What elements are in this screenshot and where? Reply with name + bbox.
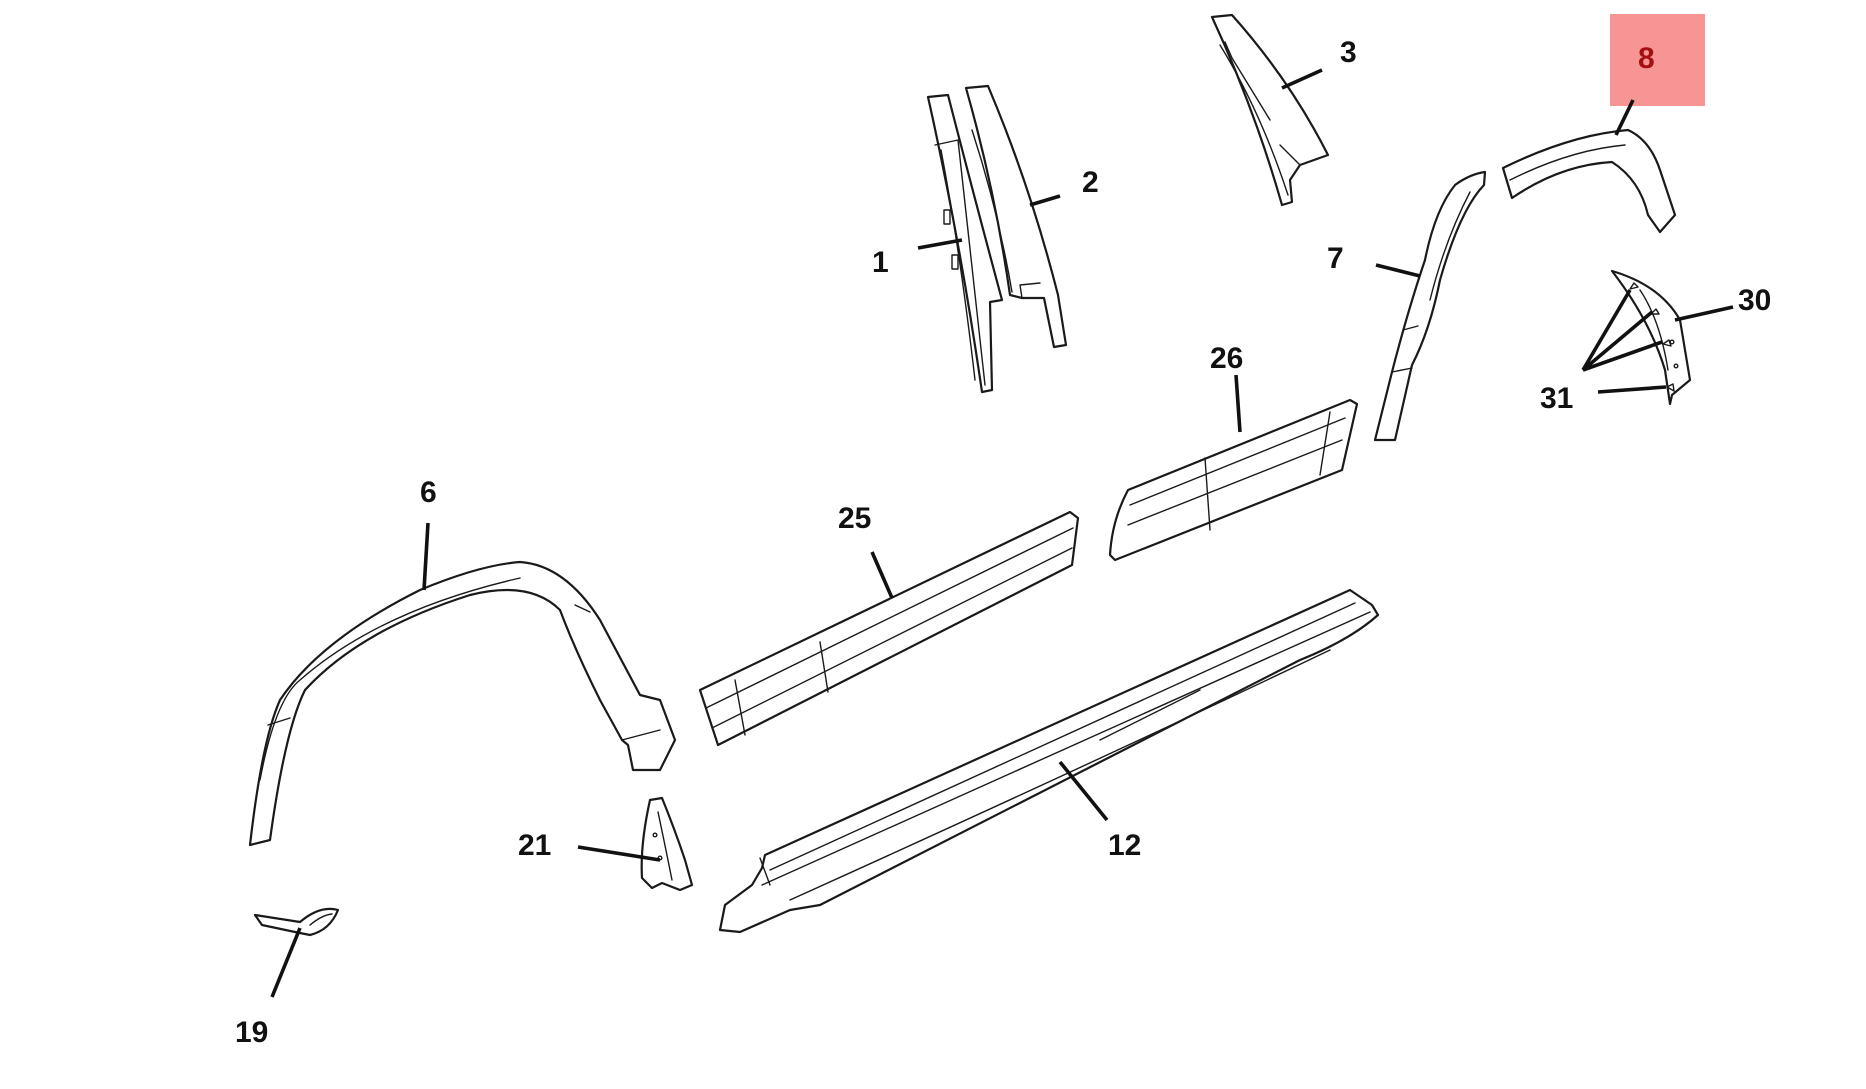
callout-7: 7 [1327, 242, 1344, 275]
part-12-rocker-molding[interactable] [718, 588, 1380, 934]
part-19-bracket[interactable] [253, 907, 340, 937]
part-8-rear-flare-upper[interactable] [1501, 128, 1677, 234]
part-31-fasteners[interactable] [1629, 282, 1675, 392]
part-25-front-door-molding[interactable] [698, 510, 1080, 747]
part-30-rear-splash-guard[interactable] [1610, 269, 1692, 406]
callout-6: 6 [420, 476, 437, 509]
part-6-front-wheel-flare[interactable] [248, 560, 677, 847]
callout-8[interactable]: 8 [1638, 42, 1655, 75]
callout-26: 26 [1210, 342, 1243, 375]
part-7-rear-flare-front[interactable] [1373, 170, 1487, 442]
callout-1: 1 [872, 246, 889, 279]
callout-2: 2 [1082, 166, 1099, 199]
part-2-pillar-applique[interactable] [964, 84, 1068, 349]
callout-31: 31 [1540, 382, 1573, 415]
part-3-pillar-applique[interactable] [1210, 13, 1330, 207]
part-1-pillar-applique[interactable] [926, 93, 1004, 394]
callout-12: 12 [1108, 829, 1141, 862]
callout-25: 25 [838, 502, 871, 535]
highlight-box [1610, 14, 1705, 106]
callout-30: 30 [1738, 284, 1771, 317]
leader-lines [270, 68, 1734, 998]
part-26-rear-door-molding[interactable] [1108, 398, 1359, 562]
callout-3: 3 [1340, 36, 1357, 69]
callout-21: 21 [518, 829, 551, 862]
callout-19: 19 [235, 1016, 268, 1049]
part-21-splash-guard[interactable] [640, 796, 694, 892]
